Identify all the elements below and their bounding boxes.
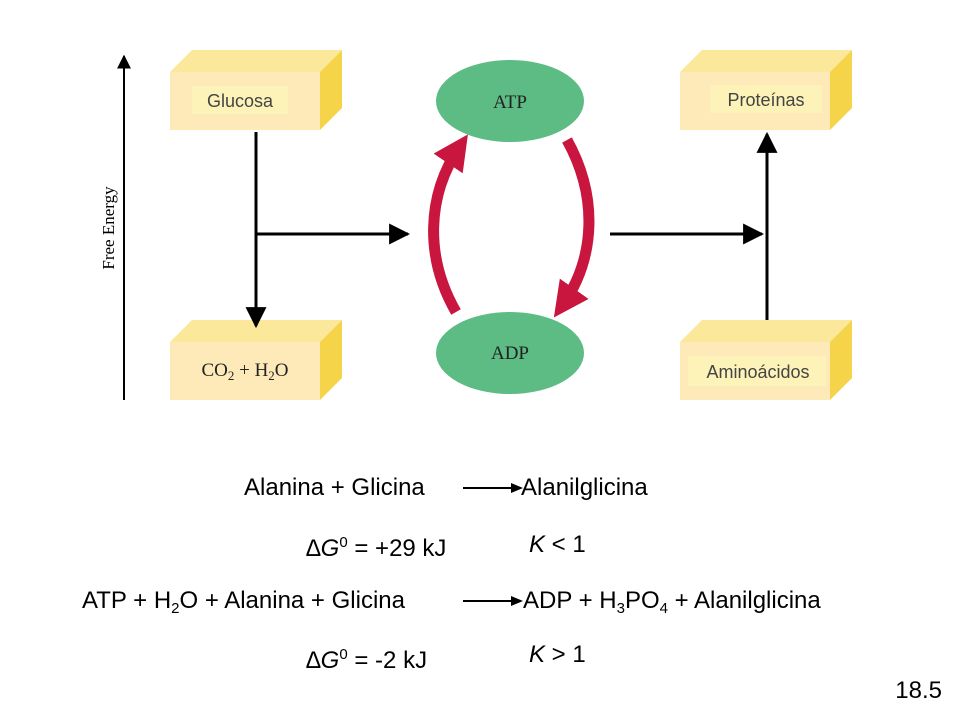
eq2-r-prefix: ATP + H <box>82 587 172 614</box>
eq1-k: K < 1 <box>529 531 586 559</box>
delta-g-symbol: ∆G <box>306 647 340 674</box>
co2-h2o-box: CO2 + H2O <box>170 320 342 400</box>
page-number: 18.5 <box>895 677 942 704</box>
delta-g-symbol: ∆G <box>306 535 340 562</box>
eq1-delta-g-value: = +29 kJ <box>347 535 447 562</box>
delta-g-superscript: 0 <box>339 646 348 663</box>
aminoacidos-box: Aminoácidos <box>680 320 852 400</box>
eq2-products: ADP + H3PO4 + Alanilglicina <box>523 587 821 623</box>
glucosa-label: Glucosa <box>207 91 274 111</box>
k-symbol: K <box>529 641 546 668</box>
eq1-delta-g: ∆G0 = +29 kJ <box>306 529 446 563</box>
k-symbol: K <box>529 531 546 558</box>
eq2-r-sub: 2 <box>171 600 180 617</box>
eq2-delta-g-value: = -2 kJ <box>347 647 428 674</box>
eq1-products: Alanilglicina <box>521 474 648 501</box>
adp-label: ADP <box>491 343 529 364</box>
glucosa-box: Glucosa <box>170 50 342 130</box>
co2-h2o-label: CO2 + H2O <box>201 360 288 383</box>
eq2-p-prefix: ADP + H <box>523 587 617 614</box>
delta-g-superscript: 0 <box>339 534 348 551</box>
eq2-reactants: ATP + H2O + Alanina + Glicina <box>82 587 405 623</box>
eq1-reactants: Alanina + Glicina <box>244 474 425 501</box>
adp-to-atp-arrow <box>428 134 468 315</box>
free-energy-label: Free Energy <box>99 186 118 270</box>
eq2-r-suffix: O + Alanina + Glicina <box>179 587 405 614</box>
eq2-p-sub2: 4 <box>659 600 668 617</box>
adp-ellipse: ADP <box>436 312 584 394</box>
eq2-k-relation: > 1 <box>545 641 586 668</box>
atp-ellipse: ATP <box>436 60 584 142</box>
atp-label: ATP <box>493 92 527 113</box>
atp-to-adp-arrow <box>553 137 595 318</box>
eq2-p-suffix: + Alanilglicina <box>667 587 821 614</box>
eq2-k: K > 1 <box>529 641 586 669</box>
proteinas-box: Proteínas <box>680 50 852 130</box>
eq2-delta-g: ∆G0 = -2 kJ <box>306 641 427 675</box>
energy-coupling-diagram: Free Energy Glucosa CO2 + H2O Proteínas … <box>99 50 852 400</box>
eq1-k-relation: < 1 <box>545 531 586 558</box>
eq2-p-sub1: 3 <box>616 600 625 617</box>
proteinas-label: Proteínas <box>727 90 804 110</box>
aminoacidos-label: Aminoácidos <box>706 362 809 382</box>
eq2-p-mid: PO <box>624 587 660 614</box>
